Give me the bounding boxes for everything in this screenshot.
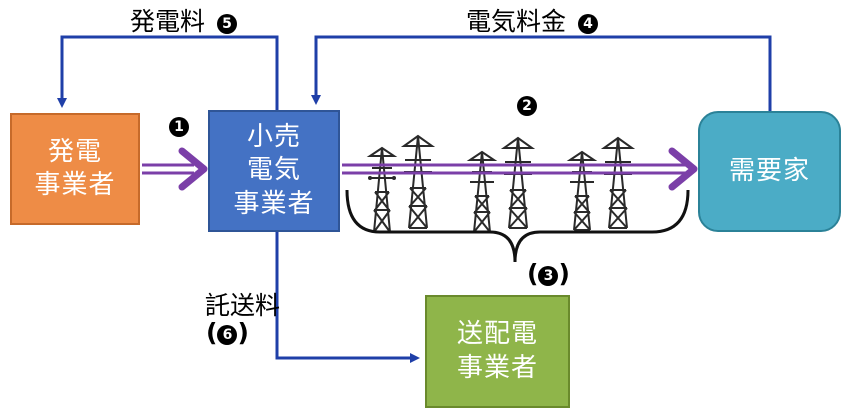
retailer-box: 小売 電気 事業者	[208, 110, 340, 232]
transmission-box: 送配電 事業者	[425, 295, 570, 408]
retailer-line-3: 事業者	[233, 188, 315, 219]
step-6-badge: 6	[217, 325, 238, 345]
retailer-line-1: 小売	[246, 122, 301, 153]
consumer-box: 需要家	[698, 111, 841, 232]
transmission-tower-icon	[466, 150, 498, 233]
generation-fee-arrow	[57, 35, 279, 110]
electricity-fee-label: 電気料金 4	[466, 2, 598, 38]
generation-fee-text: 発電料	[130, 7, 206, 36]
step-3-label: (3)	[527, 259, 570, 288]
step-2-badge: 2	[517, 96, 537, 116]
electricity-fee-arrow	[311, 35, 772, 111]
transmission-line-2: 事業者	[456, 352, 538, 383]
step-5-badge: 5	[216, 14, 237, 34]
generation-fee-label: 発電料 5	[130, 2, 237, 38]
electricity-fee-text: 電気料金	[466, 7, 567, 36]
power-arrow-2	[342, 147, 698, 191]
generator-box: 発電 事業者	[10, 113, 140, 225]
transmission-tower-icon	[366, 146, 398, 233]
transmission-tower-icon	[500, 136, 536, 229]
step-4-badge: 4	[577, 14, 598, 34]
generator-line-2: 事業者	[34, 170, 116, 200]
grid-brace	[345, 189, 690, 263]
wheeling-fee-number: (6)	[206, 318, 249, 347]
wheeling-fee-label: 託送料	[205, 291, 281, 320]
wheeling-fee-arrow	[275, 232, 420, 363]
power-arrow-1	[142, 147, 208, 191]
step-1-badge: 1	[169, 117, 189, 137]
transmission-tower-icon	[600, 136, 636, 229]
transmission-tower-icon	[400, 134, 436, 229]
consumer-line-1: 需要家	[728, 155, 810, 186]
retailer-line-2: 電気	[246, 155, 301, 186]
transmission-line-1: 送配電	[456, 319, 538, 350]
transmission-tower-icon	[566, 150, 598, 231]
step-3-badge: 3	[538, 266, 559, 286]
generator-line-1: 発電	[47, 136, 102, 167]
